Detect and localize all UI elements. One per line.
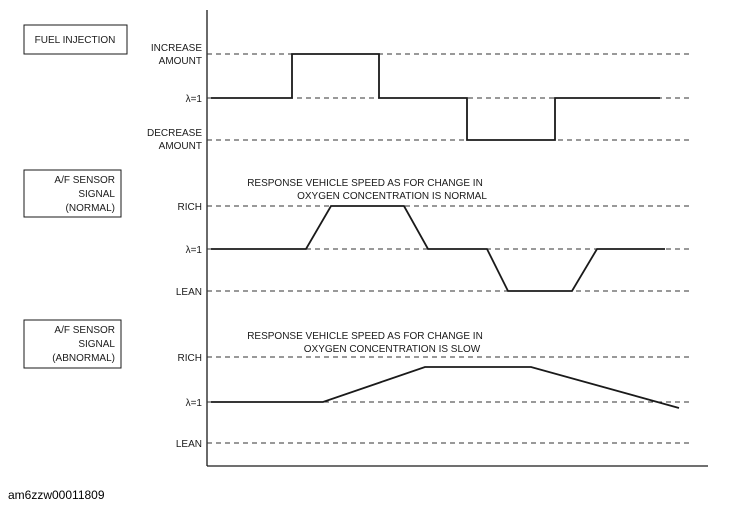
af-sensor-abnormal-box-line-1: A/F SENSOR	[54, 325, 115, 336]
rich-label-abnormal: RICH	[178, 353, 202, 364]
rich-label-normal: RICH	[178, 202, 202, 213]
decrease-amount-label-line-2: AMOUNT	[159, 141, 202, 152]
increase-amount-label-line-2: AMOUNT	[159, 56, 202, 67]
af-sensor-normal-box-line-2: SIGNAL	[78, 189, 115, 200]
lean-label-abnormal: LEAN	[176, 439, 202, 450]
lambda-1-label-fuel: λ=1	[186, 94, 203, 105]
af-sensor-abnormal-box-line-3: (ABNORMAL)	[52, 353, 115, 364]
lambda-1-label-normal: λ=1	[186, 245, 203, 256]
normal-response-note-line-2: OXYGEN CONCENTRATION IS NORMAL	[297, 191, 487, 202]
normal-response-note-line-1: RESPONSE VEHICLE SPEED AS FOR CHANGE IN	[247, 178, 483, 189]
slow-response-note-line-1: RESPONSE VEHICLE SPEED AS FOR CHANGE IN	[247, 331, 483, 342]
decrease-amount-label-line-1: DECREASE	[147, 128, 202, 139]
fuel-injection-box	[23, 24, 128, 55]
af-sensor-abnormal-panel: A/F SENSOR SIGNAL (ABNORMAL) RESPONSE VE…	[23, 319, 692, 450]
af-sensor-abnormal-box-line-2: SIGNAL	[78, 339, 115, 350]
af-sensor-abnormal-box	[23, 319, 122, 369]
af-sensor-normal-box	[23, 169, 122, 218]
af-sensor-normal-box-line-1: A/F SENSOR	[54, 175, 115, 186]
lean-label-normal: LEAN	[176, 287, 202, 298]
slow-response-note-line-2: OXYGEN CONCENTRATION IS SLOW	[304, 344, 481, 355]
af-sensor-normal-panel: A/F SENSOR SIGNAL (NORMAL) RESPONSE VEHI…	[23, 169, 692, 298]
af-sensor-abnormal-waveform	[211, 366, 680, 409]
fuel-injection-waveform	[211, 53, 660, 141]
fuel-injection-box-line-1: FUEL INJECTION	[35, 35, 116, 46]
figure-reference-code: am6zzw00011809	[8, 488, 105, 502]
fuel-injection-panel: FUEL INJECTION INCREASE AMOUNT λ=1 DECRE…	[23, 24, 692, 152]
af-sensor-normal-box-line-3: (NORMAL)	[66, 203, 115, 214]
increase-amount-label-line-1: INCREASE	[151, 43, 202, 54]
af-sensor-normal-waveform	[211, 205, 665, 292]
lambda-1-label-abnormal: λ=1	[186, 398, 203, 409]
